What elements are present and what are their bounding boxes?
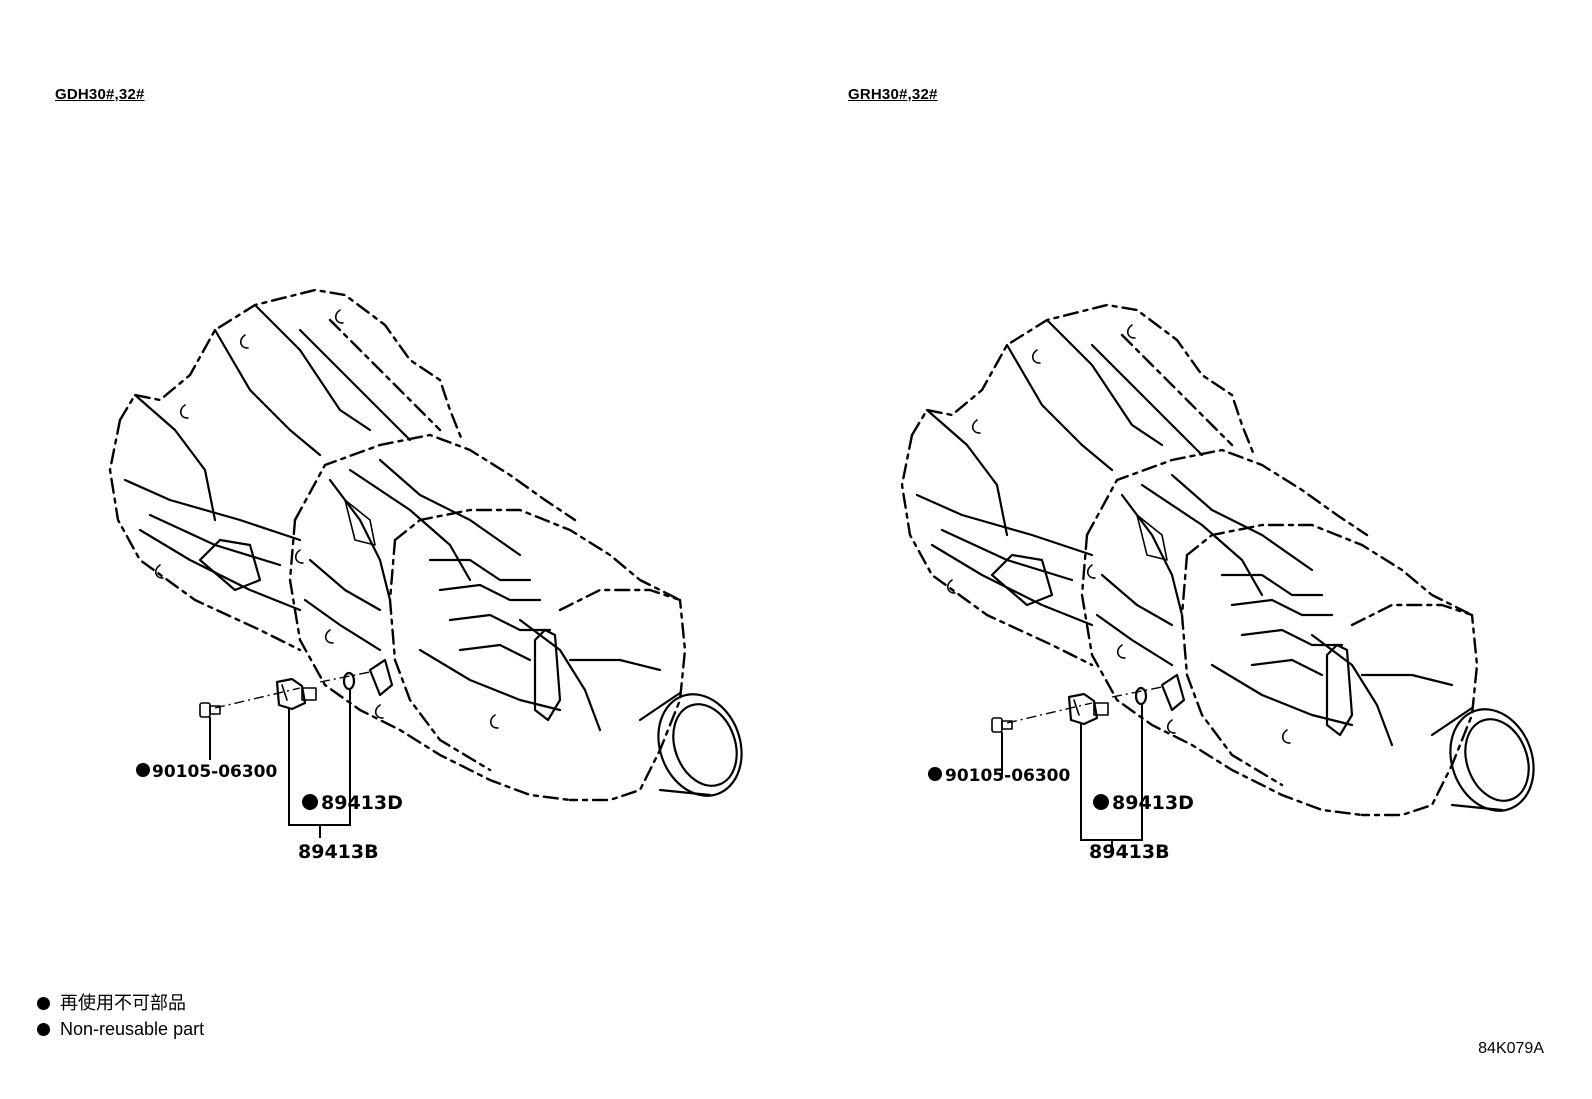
part-label-sensor-left: 89413B [298, 841, 379, 863]
legend-text-jp: 再使用不可部品 [60, 993, 186, 1013]
part-label-bolt-right: 90105-06300 [945, 766, 1071, 786]
non-reusable-dot-seal-left [302, 794, 318, 810]
legend: 再使用不可部品 Non-reusable part [37, 990, 204, 1042]
model-title-right: GRH30#,32# [848, 86, 938, 103]
non-reusable-dot-bolt-right [928, 767, 942, 781]
non-reusable-dot-seal-right [1093, 794, 1109, 810]
legend-text-en: Non-reusable part [60, 1019, 205, 1039]
part-label-seal-right: 89413D [1112, 792, 1194, 814]
legend-row-jp: 再使用不可部品 [37, 990, 204, 1016]
transmission-left [108, 288, 757, 840]
non-reusable-dot-icon [37, 996, 50, 1010]
part-label-seal-left: 89413D [321, 792, 403, 814]
non-reusable-dot-bolt-left [136, 763, 150, 777]
model-title-left: GDH30#,32# [55, 86, 145, 103]
non-reusable-dot-icon [37, 1022, 50, 1036]
figure-code: 84K079A [1478, 1040, 1544, 1057]
part-label-bolt-left: 90105-06300 [152, 762, 278, 782]
part-label-sensor-right: 89413B [1089, 841, 1170, 863]
legend-row-en: Non-reusable part [37, 1016, 204, 1042]
